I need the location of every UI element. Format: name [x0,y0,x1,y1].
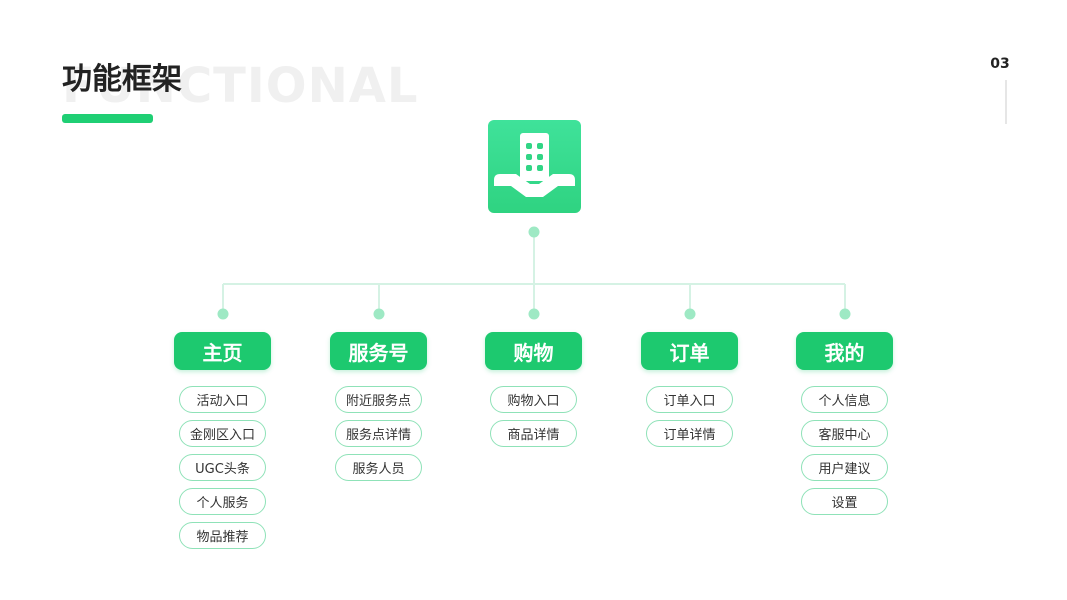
item-mine-feedback: 用户建议 [801,454,888,481]
item-home-personal: 个人服务 [179,488,266,515]
background-watermark-word: FUNCTIONAL [62,58,419,114]
item-order-entry: 订单入口 [646,386,733,413]
page-title: 功能框架 [62,62,182,97]
page-number-divider [1005,80,1007,124]
building-app-icon [494,133,575,197]
item-mine-support: 客服中心 [801,420,888,447]
root-app-icon [488,120,581,213]
branch-dot-3 [528,308,540,320]
item-mine-profile: 个人信息 [801,386,888,413]
category-order: 订单 [641,332,738,370]
item-shopping-entry: 购物入口 [490,386,577,413]
branch-dot-5 [839,308,851,320]
category-home: 主页 [174,332,271,370]
category-shopping: 购物 [485,332,582,370]
branch-dot-1 [217,308,229,320]
item-shopping-product: 商品详情 [490,420,577,447]
item-mine-settings: 设置 [801,488,888,515]
item-home-ugc: UGC头条 [179,454,266,481]
item-home-kingkong: 金刚区入口 [179,420,266,447]
page-number: 03 [990,56,1010,72]
item-service-nearby: 附近服务点 [335,386,422,413]
item-home-recommend: 物品推荐 [179,522,266,549]
branch-dot-4 [684,308,696,320]
category-mine: 我的 [796,332,893,370]
branch-dot-2 [373,308,385,320]
item-service-detail: 服务点详情 [335,420,422,447]
item-home-activity: 活动入口 [179,386,266,413]
item-service-staff: 服务人员 [335,454,422,481]
item-order-detail: 订单详情 [646,420,733,447]
title-underline [62,114,153,123]
root-node-dot [528,226,540,238]
category-service: 服务号 [330,332,427,370]
